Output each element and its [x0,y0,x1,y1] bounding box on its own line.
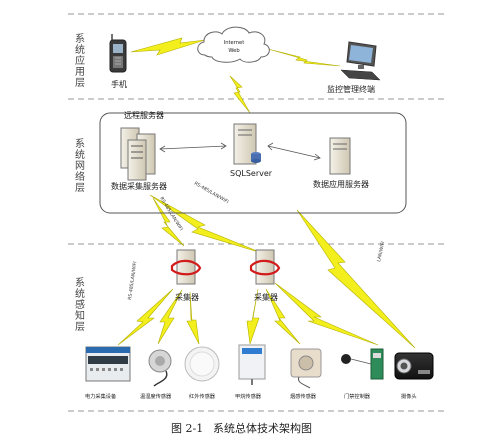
bolt-collector-temp [157,289,183,345]
app-server-icon [329,137,351,175]
figure-number: 图 2-1 [171,422,203,435]
cloud-label-internet: Internet [224,40,245,46]
layer-char: 层 [75,77,85,89]
layer-char: 用 [75,67,85,78]
collector-right-label: 采集器 [254,292,278,302]
bidirectional-arrow-left [159,142,227,153]
cloud-icon [197,26,270,63]
bolt-collector-b-formaldehyde [246,288,260,345]
remote-server-label: 远程服务器 [124,110,164,120]
monitor-terminal-icon [340,41,381,81]
data-collection-server-icon [120,127,156,181]
app-server-label: 数据应用服务器 [313,179,369,189]
bolt-collector-infrared [186,291,200,345]
bolt-cloud-server [229,75,251,114]
phone-icon [109,34,127,73]
link-label-rs485-left: RS-485/LAN/WIFI [127,261,138,300]
collector-right-icon [249,249,281,285]
data-collection-server-label: 数据采集服务器 [111,181,167,191]
smoke-sensor-icon [290,348,322,389]
device-label-infrared: 红外传感器 [189,392,216,400]
figure-title: 系统总体技术架构图 [213,421,312,435]
sql-server-icon [233,123,261,165]
layer-char: 层 [75,182,85,194]
bolt-collector-power [117,288,174,346]
bolt-cloud-terminal [267,48,341,67]
layer-char: 系 [75,277,85,289]
layer-char: 系 [75,138,85,150]
monitor-terminal-label: 监控管理终端 [327,84,375,94]
device-label-camera: 摄像头 [401,392,417,400]
bolt-collector-b-door [274,282,379,346]
bolt-collector-server [152,197,185,247]
device-label-smoke: 烟感传感器 [290,392,317,400]
layer-char: 统 [75,148,85,161]
bidirectional-arrow-right [267,142,321,161]
layer-char: 网 [75,160,85,172]
temperature-humidity-sensor-icon [148,349,172,387]
formaldehyde-sensor-icon [238,344,266,385]
lightning-links [117,37,416,349]
collector-left-label: 采集器 [175,292,199,302]
layer-char: 统 [75,287,85,300]
power-meter-icon [85,346,131,382]
layer-char: 统 [75,43,85,56]
device-label-formaldehyde: 甲烷传感器 [235,392,262,400]
remote-server-box [99,112,407,214]
layer-char: 系 [75,33,85,45]
link-label-lan-right: LAN/WIFI [376,241,386,262]
door-controller-icon [341,348,384,380]
layer-char: 知 [75,309,85,322]
cloud-label-web: Web [228,48,240,54]
bolt-camera-server [296,209,416,349]
link-label-rs485-mid-2: RS-485/LAN/WIFI [193,181,230,206]
device-label-temp-humidity: 温湿度传感器 [140,392,172,400]
layer-char: 层 [75,321,85,333]
layer-char: 络 [75,170,85,183]
layer-title-network: 系 统 网 络 层 [75,138,85,194]
phone-label: 手机 [111,79,127,89]
sql-server-label: SQLServer [230,169,273,178]
bolt-collector-b-smoke [265,288,301,345]
layer-char: 应 [75,54,85,67]
layer-title-perception: 系 统 感 知 层 [75,277,85,333]
bolt-phone-cloud [130,37,206,56]
camera-icon [394,352,434,380]
device-label-door: 门禁控制器 [344,392,371,400]
infrared-sensor-icon [184,346,220,382]
layer-title-application: 系 统 应 用 层 [75,33,85,89]
device-label-power: 电力采集设备 [85,392,117,400]
layer-char: 感 [75,298,85,311]
collector-left-icon [170,249,202,285]
